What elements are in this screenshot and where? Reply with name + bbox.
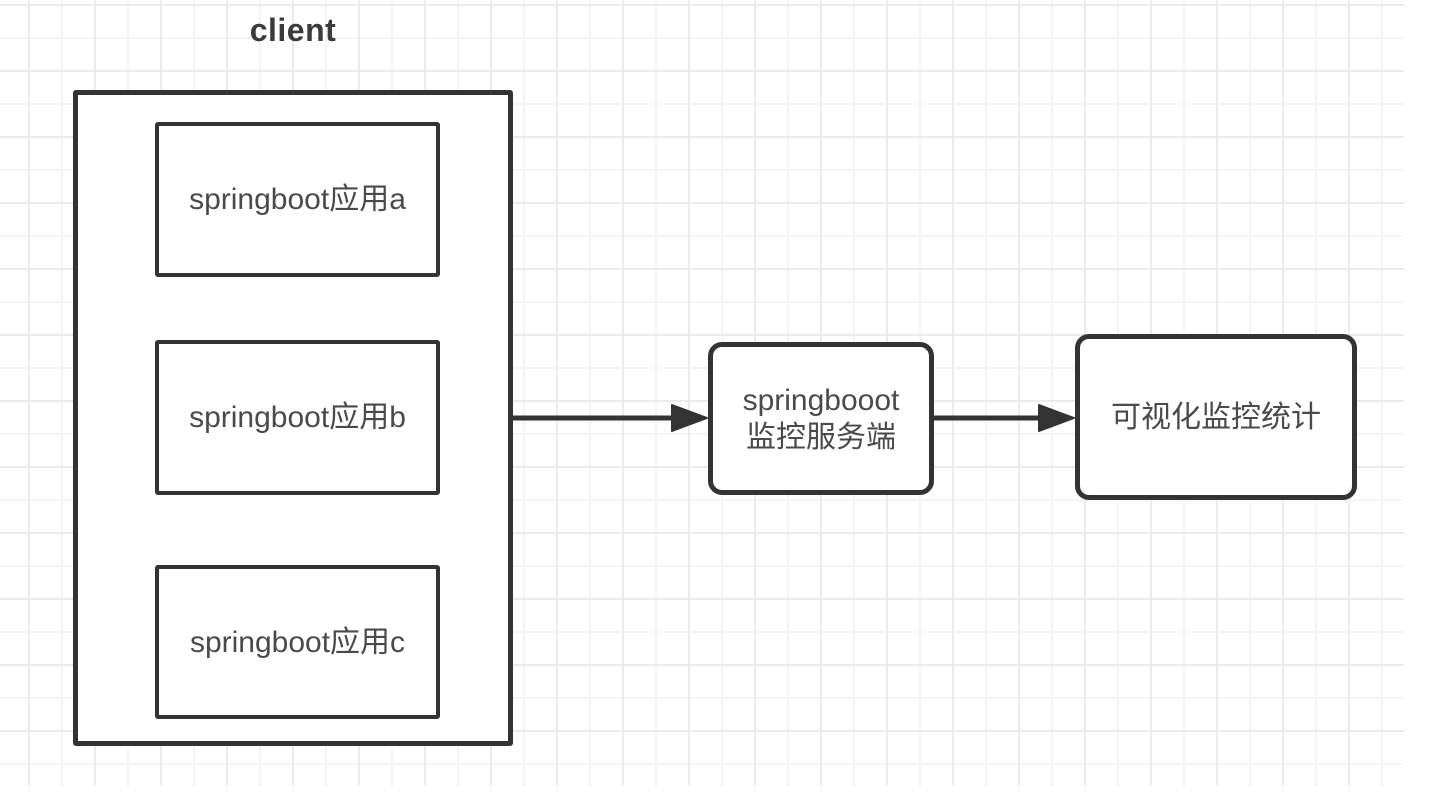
visual-node[interactable]: 可视化监控统计 (1075, 334, 1357, 500)
app-box-b-label: springboot应用b (189, 401, 406, 434)
app-box-a[interactable]: springboot应用a (155, 122, 440, 277)
app-box-b[interactable]: springboot应用b (155, 340, 440, 495)
app-box-a-label: springboot应用a (189, 183, 406, 216)
app-box-c[interactable]: springboot应用c (155, 565, 440, 719)
server-node-label: springbooot 监控服务端 (742, 383, 900, 454)
client-group-title: client (249, 12, 337, 48)
server-node[interactable]: springbooot 监控服务端 (708, 342, 934, 495)
app-box-c-label: springboot应用c (189, 625, 406, 659)
visual-node-label: 可视化监控统计 (1111, 400, 1321, 434)
